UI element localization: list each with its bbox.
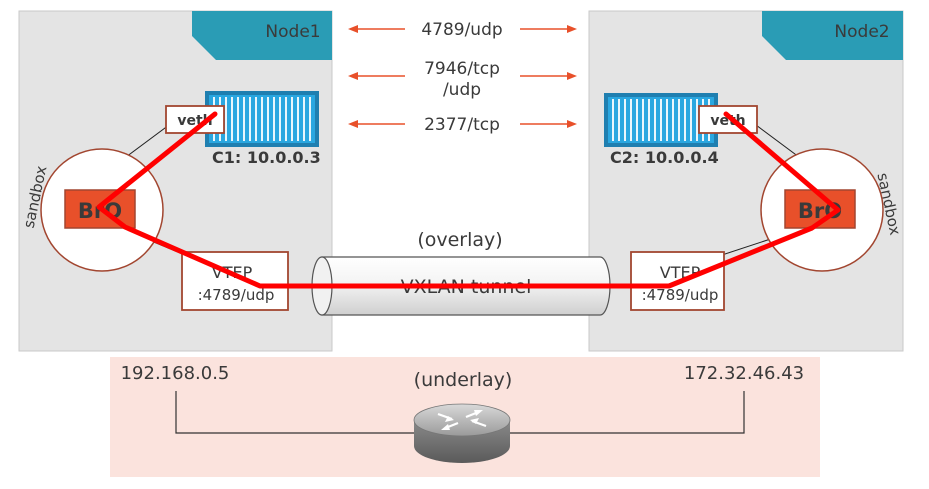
node2-veth-box (698, 105, 758, 134)
node1-title: Node1 (265, 22, 320, 42)
node1-container-icon (205, 91, 319, 147)
node2-title: Node2 (834, 22, 889, 42)
node1-vtep-port: :4789/udp (198, 286, 275, 304)
node2-title-tab (762, 11, 903, 60)
node2-vtep-port: :4789/udp (642, 286, 719, 304)
port-arrows (348, 25, 577, 128)
port-label-2377-tcp: 2377/tcp (424, 115, 500, 135)
port-label-7946-tcp: 7946/tcp (424, 59, 500, 79)
overlay-traffic-path (96, 111, 841, 289)
underlay-label: (underlay) (414, 369, 513, 391)
node1-ip-label: 192.168.0.5 (121, 363, 230, 384)
node2-container-label: C2: 10.0.0.4 (610, 148, 719, 167)
router-icon (413, 403, 511, 463)
node1-title-tab (192, 11, 332, 60)
node1-container-label: C1: 10.0.0.3 (212, 148, 321, 167)
overlay-label: (overlay) (417, 229, 502, 251)
port-label-4789-udp: 4789/udp (421, 20, 502, 40)
node2-ip-label: 172.32.46.43 (684, 363, 804, 384)
port-label-7946-udp: /udp (443, 80, 481, 100)
node2-container-icon (604, 93, 718, 147)
